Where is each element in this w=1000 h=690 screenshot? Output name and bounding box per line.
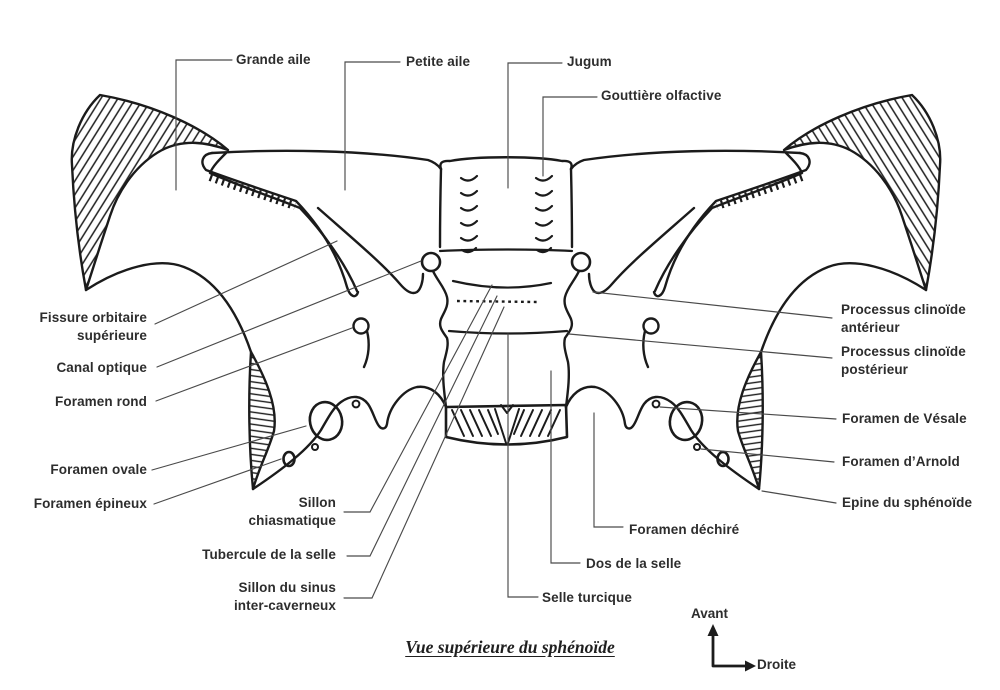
clinoid-process-shape — [420, 251, 442, 273]
foramen-epineux-shape — [282, 450, 296, 468]
label-jugum: Jugum — [567, 54, 612, 69]
foramen-vesale-shape — [351, 399, 361, 409]
label-tubercule-selle: Tubercule de la selle — [202, 547, 336, 562]
greater-wing-hatched-border — [70, 93, 230, 292]
leader-lines — [151, 59, 837, 599]
arrow-up-icon — [707, 624, 719, 636]
sillon-inter-caverneux-shape — [456, 299, 538, 304]
foramen-ovale-shape — [308, 400, 344, 442]
label-grande-aile: Grande aile — [236, 52, 311, 67]
label-sillon-sinus: Sillon du sinus inter-caverneux — [233, 580, 336, 613]
label-canal-optique: Canal optique — [56, 360, 147, 375]
sillon-chiasmatique-shape — [451, 279, 553, 289]
label-foramen-rond: Foramen rond — [55, 394, 147, 409]
label-foramen-epineux: Foramen épineux — [33, 496, 147, 511]
label-gouttiere-olfactive: Gouttière olfactive — [601, 88, 722, 103]
label-processus-clinoide-anterieur: Processus clinoïde antérieur — [841, 302, 966, 335]
label-foramen-arnold: Foramen d’Arnold — [842, 454, 960, 469]
label-avant: Avant — [691, 606, 729, 621]
lesser-wing-edge — [210, 149, 443, 171]
label-processus-clinoide-posterieur: Processus clinoïde postérieur — [841, 344, 966, 377]
greater-wing-right — [564, 95, 940, 489]
label-fissure-orbitaire: Fissure orbitaire supérieure — [39, 310, 147, 343]
label-foramen-ovale: Foramen ovale — [50, 462, 147, 477]
label-epine-sphenoide: Epine du sphénoïde — [842, 495, 973, 510]
figure-title: Vue supérieure du sphénoïde — [405, 637, 615, 657]
gouttiere-olfactive-shape — [459, 174, 554, 254]
label-dos-selle: Dos de la selle — [586, 556, 682, 571]
label-foramen-vesale: Foramen de Vésale — [842, 411, 967, 426]
orientation-axes — [707, 624, 756, 672]
dos-de-la-selle-shape — [444, 403, 569, 446]
sphenoid-body — [438, 156, 574, 446]
foramen-rond-shape — [352, 317, 370, 335]
label-petite-aile: Petite aile — [406, 54, 471, 69]
greater-wing-left — [70, 93, 449, 491]
label-sillon-chiasmatique: Sillon chiasmatique — [248, 495, 336, 528]
label-selle-turcique: Selle turcique — [542, 590, 632, 605]
arrow-right-icon — [745, 660, 756, 672]
label-foramen-dechire: Foramen déchiré — [629, 522, 740, 537]
suture-dashes — [208, 173, 297, 210]
foramen-arnold-shape — [311, 443, 319, 451]
label-droite: Droite — [757, 657, 797, 672]
